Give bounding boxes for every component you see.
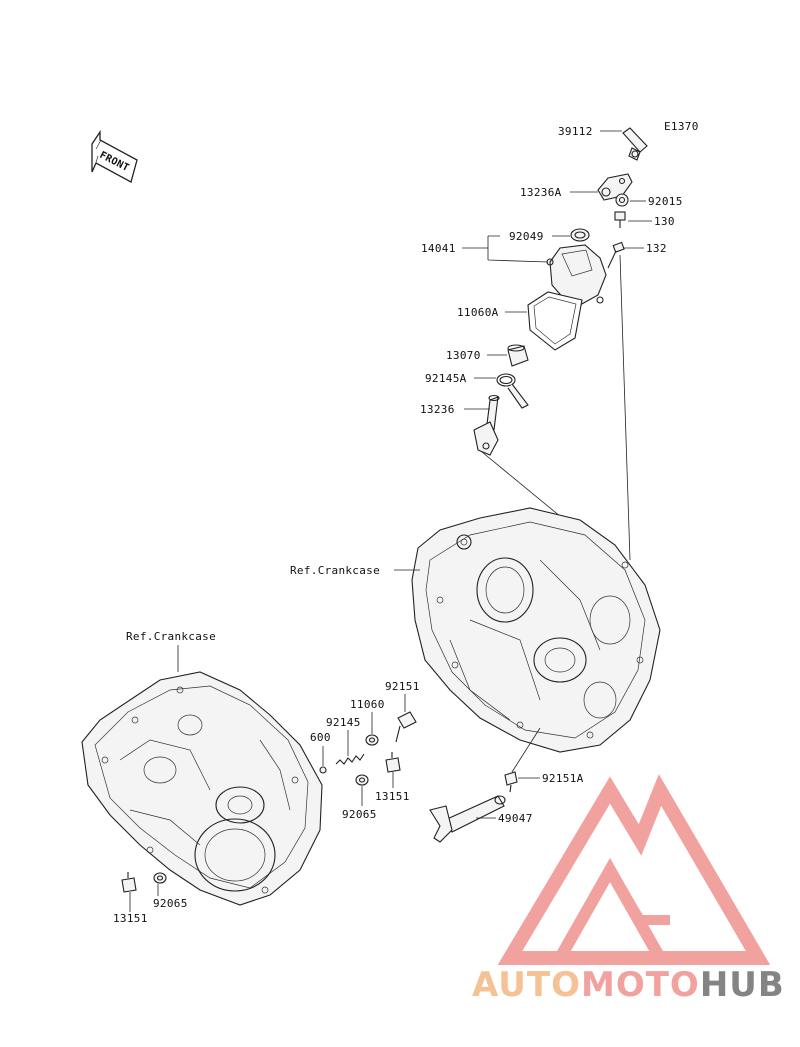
label-39112: 39112 <box>558 125 593 138</box>
part-11060A-gasket <box>527 291 583 351</box>
label-13236A: 13236A <box>520 186 562 199</box>
label-ref-crankcase-right: Ref.Crankcase <box>290 564 380 577</box>
part-92049-oil-seal <box>570 228 590 242</box>
part-11060-gasket <box>365 734 379 746</box>
part-49047-shift-fork <box>429 795 506 843</box>
part-92145A-spring <box>496 373 529 409</box>
part-13151-switch-left <box>121 872 137 893</box>
part-39112-rod-end <box>622 127 648 161</box>
part-600-ball <box>319 766 327 774</box>
part-13151-switch-mid <box>385 752 401 773</box>
label-13151-mid: 13151 <box>375 790 410 803</box>
part-92151A-plug <box>504 771 518 793</box>
part-92151-plug <box>395 711 417 743</box>
label-13151-left: 13151 <box>113 912 148 925</box>
label-92145: 92145 <box>326 716 361 729</box>
label-ref-crankcase-left: Ref.Crankcase <box>126 630 216 643</box>
label-92065-mid: 92065 <box>342 808 377 821</box>
part-13236-shift-shaft <box>473 394 500 456</box>
left-crankcase <box>81 671 323 906</box>
part-14041-cover <box>546 244 607 306</box>
label-13236: 13236 <box>420 403 455 416</box>
label-92065-left: 92065 <box>153 897 188 910</box>
label-92015: 92015 <box>648 195 683 208</box>
part-130-bolt <box>614 211 626 228</box>
label-11060: 11060 <box>350 698 385 711</box>
part-92145-spring <box>335 753 365 765</box>
svg-text:AUTOMOTOHUB: AUTOMOTOHUB <box>472 965 785 1005</box>
label-11060A: 11060A <box>457 306 499 319</box>
part-92065-washer-mid <box>355 774 369 786</box>
part-92015-nut <box>615 193 629 207</box>
label-92049: 92049 <box>509 230 544 243</box>
label-92151A: 92151A <box>542 772 584 785</box>
label-132: 132 <box>646 242 667 255</box>
part-13236A-lever <box>597 173 633 201</box>
label-92151: 92151 <box>385 680 420 693</box>
label-13070: 13070 <box>446 349 481 362</box>
front-arrow-icon: FRONT <box>91 129 138 183</box>
label-130: 130 <box>654 215 675 228</box>
diagram-code: E1370 <box>664 120 699 133</box>
label-92145A: 92145A <box>425 372 467 385</box>
logo-auto: AUTO <box>472 965 581 1005</box>
logo-moto: MOTO <box>581 965 700 1005</box>
label-49047: 49047 <box>498 812 533 825</box>
part-132-bolt <box>607 241 625 269</box>
logo-hub: HUB <box>700 965 785 1005</box>
label-14041: 14041 <box>421 242 456 255</box>
part-13070-collar <box>507 344 529 367</box>
automotohub-logo-watermark: AUTOMOTOHUB <box>472 774 785 1005</box>
right-crankcase <box>411 507 661 753</box>
label-600: 600 <box>310 731 331 744</box>
part-92065-washer-left <box>153 872 167 884</box>
